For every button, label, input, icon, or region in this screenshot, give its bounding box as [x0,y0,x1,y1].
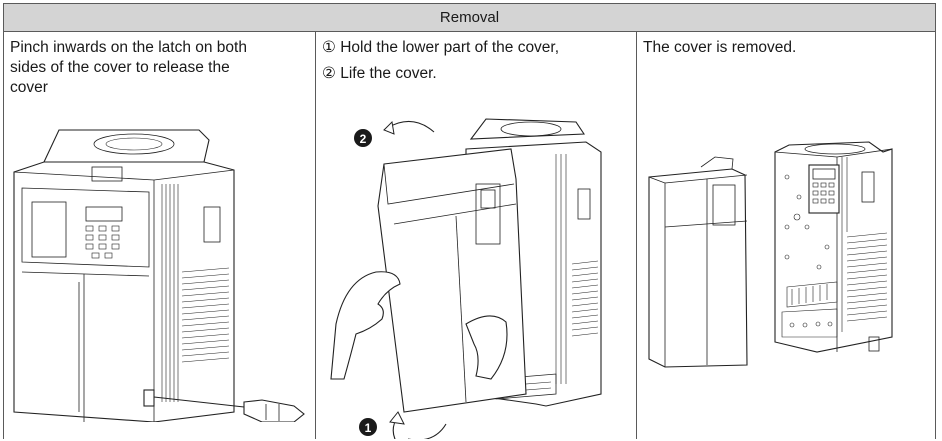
removal-table: Removal Pinch inwards on the latch on bo… [3,3,936,439]
step-column-3: The cover is removed. [637,32,935,439]
drive-with-screwdriver-illustration [4,122,316,422]
step-column-1: Pinch inwards on the latch on both sides… [4,32,316,439]
table-header: Removal [4,4,935,32]
text-line: cover [10,78,247,98]
text-line: ② Life the cover. [322,64,559,84]
text-line: The cover is removed. [643,38,796,58]
step-3-text: The cover is removed. [643,38,796,58]
step-1-label: 1 [365,421,372,435]
cover-removed-illustration [637,97,935,397]
text-line: ① Hold the lower part of the cover, [322,38,559,58]
step-2-text: ① Hold the lower part of the cover, ② Li… [322,38,559,90]
text-line: sides of the cover to release the [10,58,247,78]
step-column-2: ① Hold the lower part of the cover, ② Li… [316,32,637,439]
text-line: Pinch inwards on the latch on both [10,38,247,58]
lifting-cover-illustration: 2 [316,94,637,439]
step-1-text: Pinch inwards on the latch on both sides… [10,38,247,98]
step-2-label: 2 [360,132,367,146]
header-title: Removal [440,9,499,26]
